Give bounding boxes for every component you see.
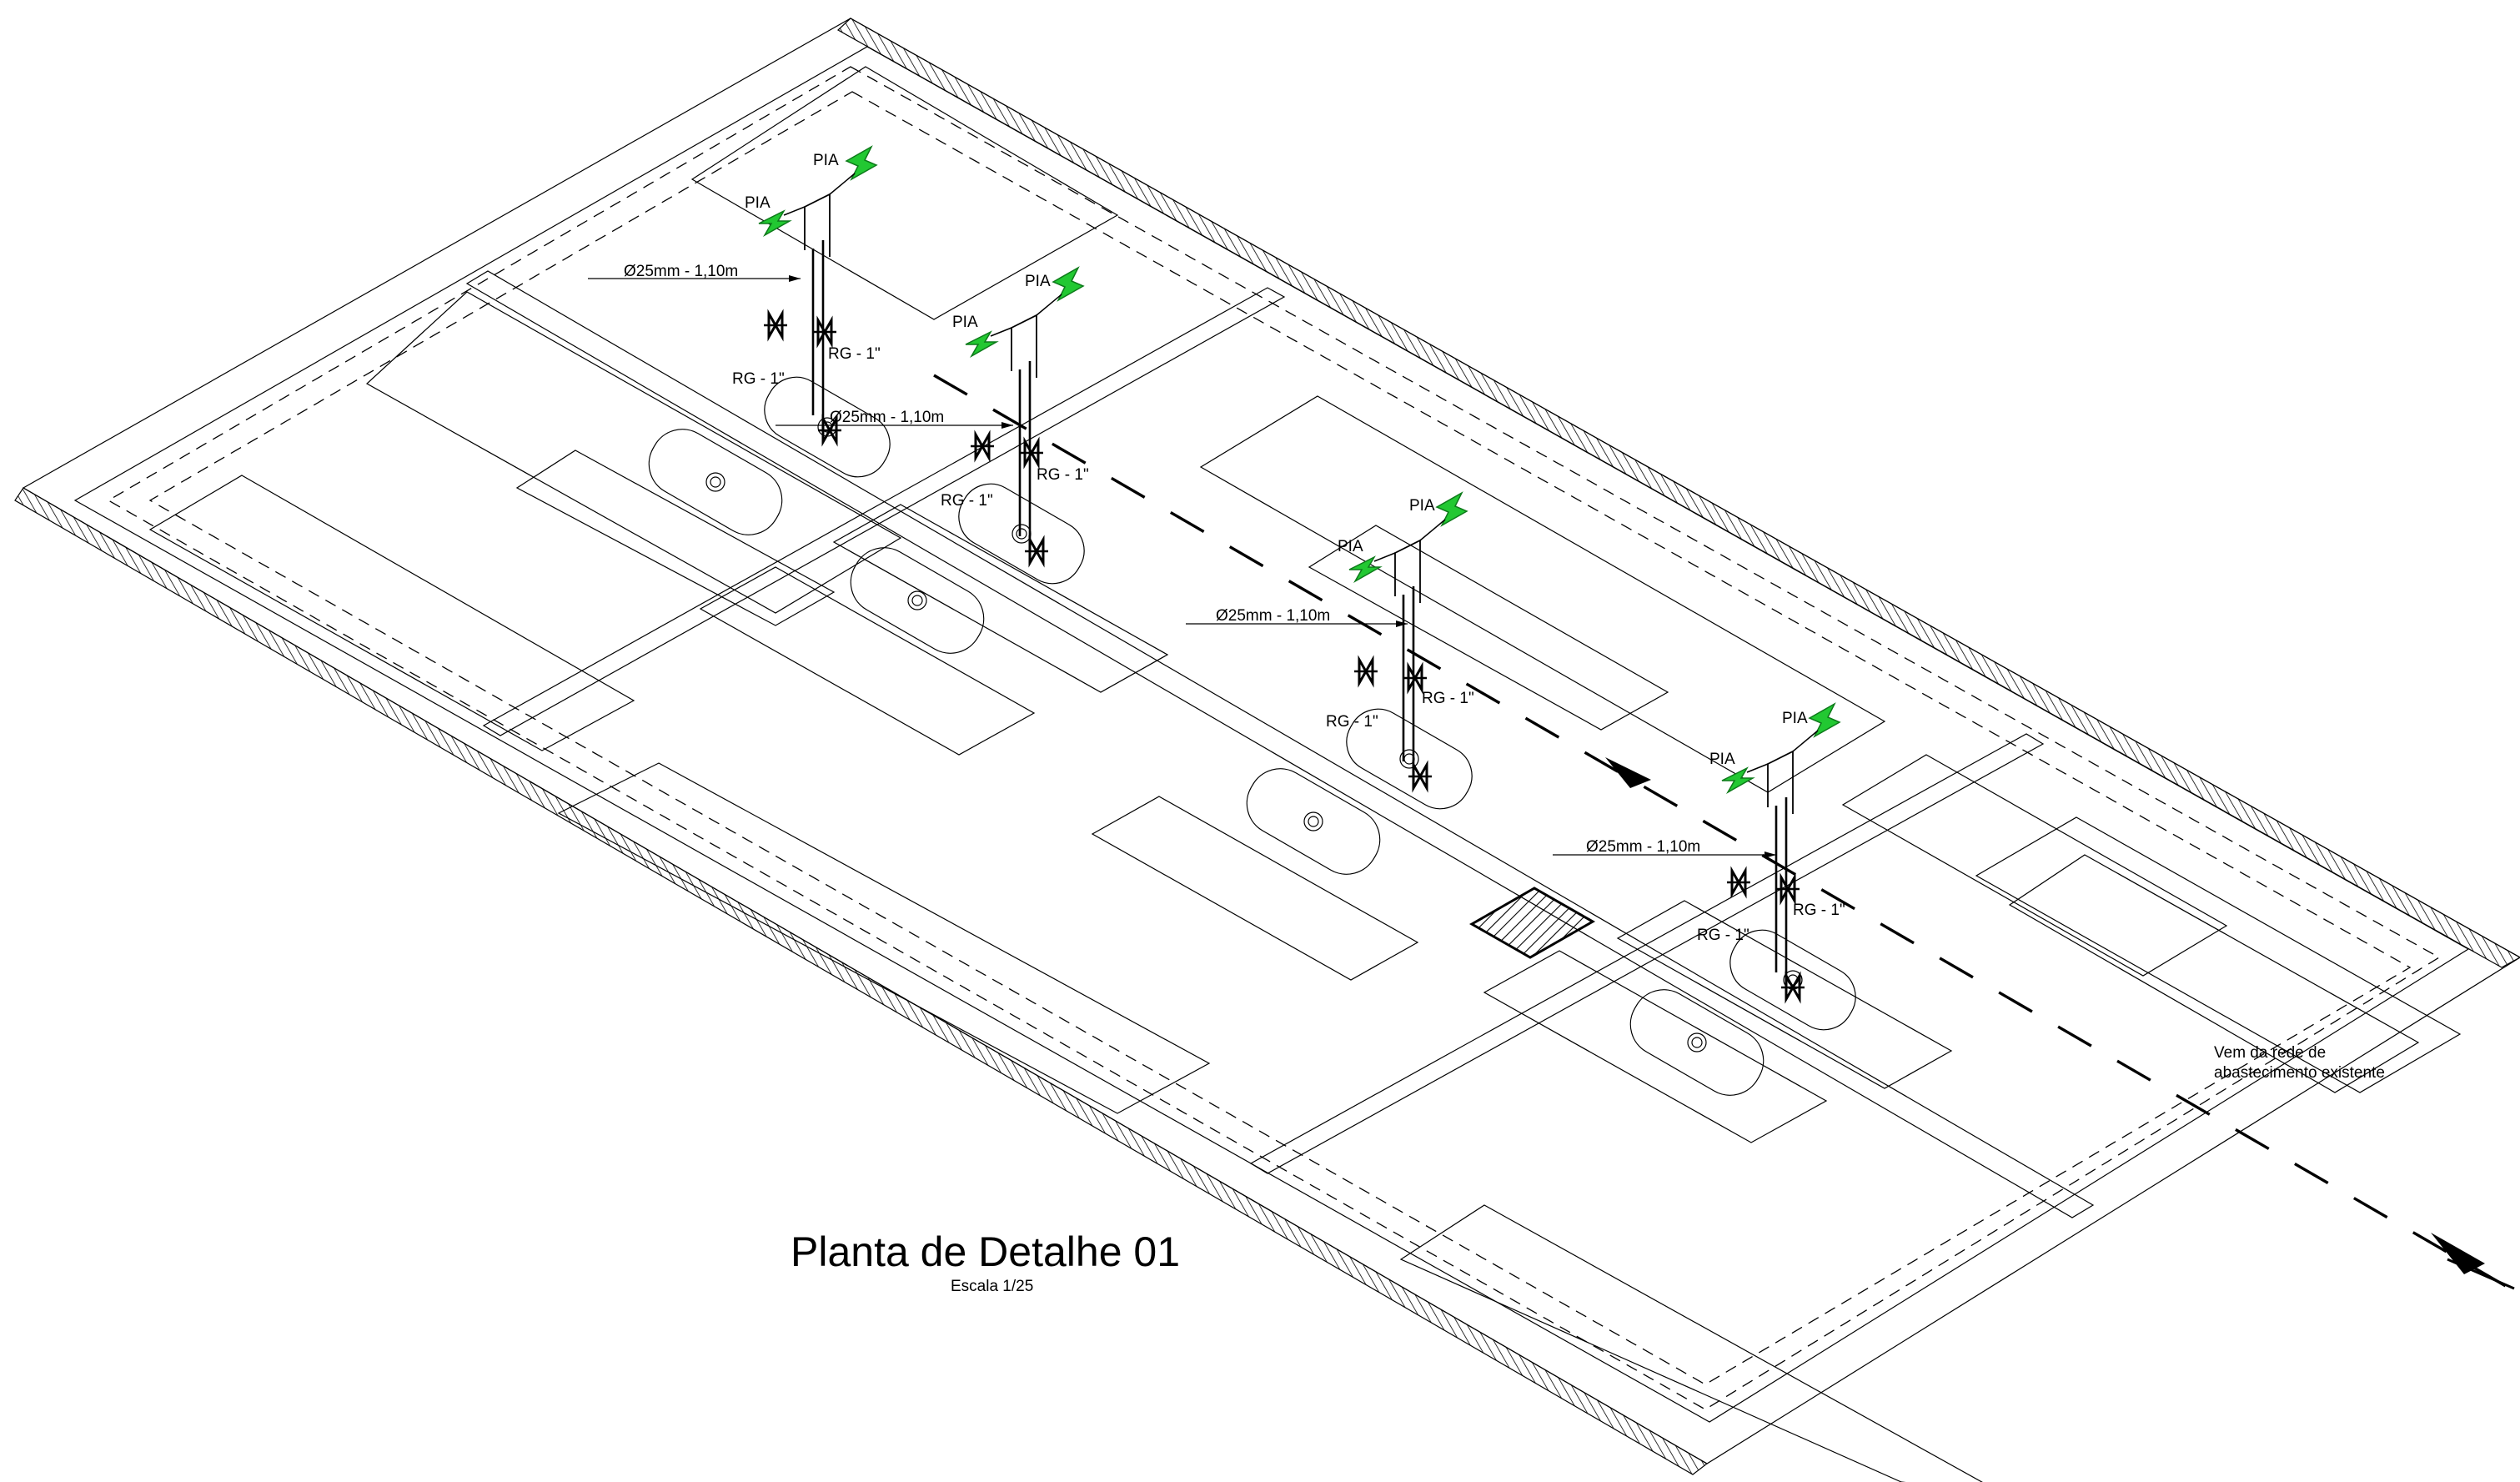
- sinks: [648, 376, 1856, 1096]
- gate-valve-icon: [818, 414, 841, 447]
- outlet-lead: [1419, 519, 1446, 541]
- sink-basin-icon: [1246, 768, 1381, 875]
- outlet-stub: [1394, 539, 1421, 603]
- fixture-riser-group: [1348, 491, 1468, 793]
- valve-label: RG - 1": [941, 492, 993, 510]
- outlet-lead: [990, 327, 1012, 337]
- gate-valve-icon: [1408, 760, 1432, 793]
- pia-label: PIA: [1782, 710, 1808, 727]
- outlet-lead: [829, 173, 856, 195]
- outlet-arrow-icon: [1435, 491, 1468, 527]
- pia-label: PIA: [952, 314, 978, 331]
- sink-basin-icon: [648, 429, 783, 535]
- gate-valve-icon: [1727, 866, 1750, 899]
- sink-basin-icon: [1346, 708, 1473, 810]
- flow-direction-arrow-icon: [1605, 757, 1651, 788]
- wall-hatch-west: [14, 487, 1709, 1475]
- gate-valve-icon: [1403, 661, 1427, 695]
- pia-label: PIA: [1709, 751, 1735, 768]
- valve-label: RG - 1": [1422, 690, 1474, 707]
- dimension-lines: [588, 275, 1776, 858]
- pia-label: PIA: [1338, 538, 1363, 555]
- outlet-arrow-icon: [758, 209, 792, 237]
- drawing-scale: Escala 1/25: [951, 1278, 1033, 1295]
- gate-valve-icon: [764, 309, 787, 342]
- gate-valve-icon: [1354, 655, 1378, 688]
- gate-valve-icon: [1020, 436, 1043, 470]
- main-supply-pipe: [933, 374, 2511, 1290]
- outlet-lead: [783, 206, 806, 216]
- outlet-arrow-icon: [845, 145, 878, 181]
- flow-direction-arrow-icon: [2431, 1233, 2515, 1290]
- corridor-main: [465, 270, 2095, 1218]
- pipe-length-label: Ø25mm - 1,10m: [1586, 838, 1700, 856]
- outlet-stub: [1011, 314, 1037, 378]
- gate-valve-icon: [1025, 535, 1048, 568]
- sink-basin-icon: [850, 547, 985, 654]
- gate-valve-icon: [1781, 971, 1805, 1004]
- outlet-arrow-icon: [1721, 766, 1755, 794]
- shaft-hatch: [1468, 887, 1596, 959]
- outlet-arrow-icon: [965, 330, 999, 358]
- pia-label: PIA: [1025, 273, 1051, 290]
- outlet-lead: [1746, 763, 1769, 773]
- gate-valve-icon: [813, 315, 836, 349]
- outlet-stub: [804, 193, 831, 257]
- pipe-length-label: Ø25mm - 1,10m: [624, 263, 738, 280]
- valve-label: RG - 1": [1697, 927, 1749, 944]
- outlet-stub: [1767, 750, 1794, 814]
- drawing-title: Planta de Detalhe 01: [791, 1228, 1180, 1275]
- valve-label: RG - 1": [732, 370, 785, 388]
- pia-label: PIA: [1409, 497, 1435, 515]
- outlet-arrow-icon: [1808, 702, 1841, 738]
- outlet-lead: [1792, 730, 1819, 752]
- sink-basin-icon: [1629, 989, 1765, 1096]
- labels: PIA PIA Ø25mm - 1,10m RG - 1" RG - 1" PI…: [624, 152, 2385, 1295]
- slab-outline: [14, 18, 2520, 1475]
- valve-label: RG - 1": [1326, 713, 1378, 731]
- valve-label: RG - 1": [1793, 902, 1845, 919]
- supply-note-line-1: Vem da rede de: [2214, 1044, 2326, 1062]
- pipe-length-label: Ø25mm - 1,10m: [830, 409, 944, 426]
- outlet-lead: [1036, 294, 1062, 316]
- gate-valve-icon: [1776, 872, 1800, 906]
- pipe-length-label: Ø25mm - 1,10m: [1216, 607, 1330, 625]
- rooms: [148, 66, 2462, 1482]
- valve-label: RG - 1": [828, 345, 881, 363]
- outlet-lead: [1373, 552, 1396, 562]
- pia-label: PIA: [813, 152, 839, 169]
- fixture-riser-group: [1721, 702, 1841, 1004]
- outlet-arrow-icon: [1052, 266, 1085, 302]
- supply-note-line-2: abastecimento existente: [2214, 1064, 2385, 1082]
- outlet-arrow-icon: [1348, 555, 1383, 583]
- corridor-cross-1: [482, 287, 1286, 736]
- fixture-riser-group: [965, 266, 1085, 568]
- fixture-riser-group: [758, 145, 878, 447]
- corridor-cross-2: [1249, 733, 2045, 1174]
- valve-label: RG - 1": [1037, 466, 1089, 484]
- pia-label: PIA: [745, 194, 771, 212]
- wall-hatch-north: [836, 18, 2520, 968]
- gate-valve-icon: [971, 430, 994, 463]
